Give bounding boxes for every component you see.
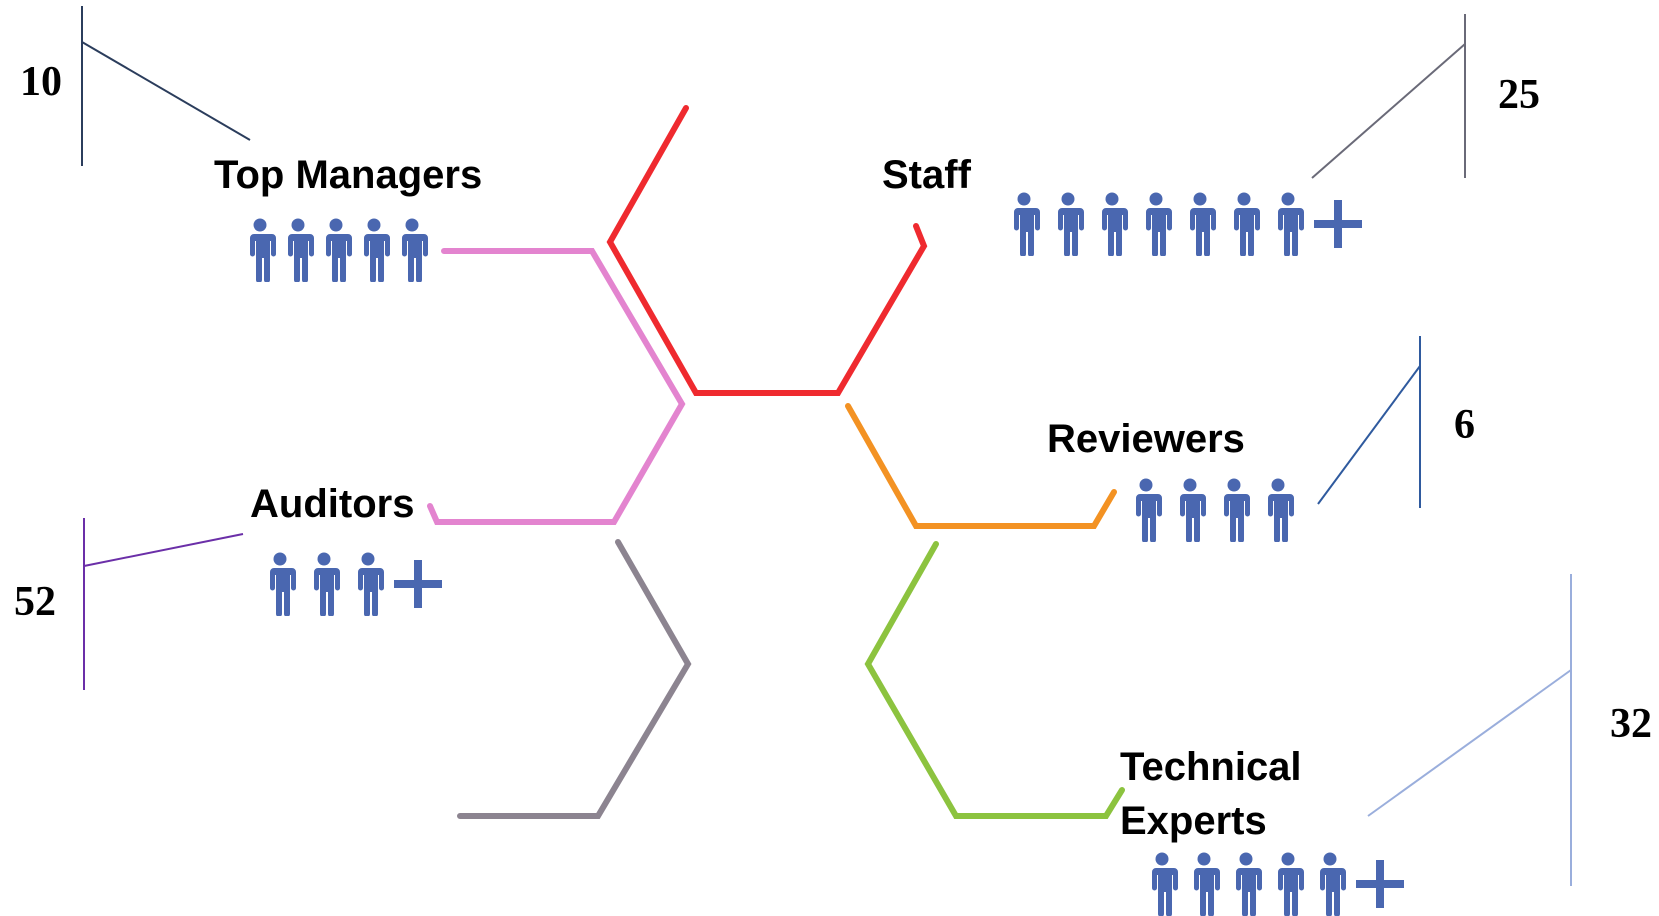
person-icon xyxy=(1092,192,1132,256)
people-technical-experts xyxy=(1142,852,1406,916)
marker-auditors-leader xyxy=(83,533,244,567)
person-icon xyxy=(1258,478,1298,542)
label-top-managers: Top Managers xyxy=(214,153,483,197)
person-icon xyxy=(1224,192,1264,256)
label-technical-experts-line1: Technical xyxy=(1120,745,1302,789)
person-icon xyxy=(316,218,356,282)
plus-icon xyxy=(1354,858,1406,910)
person-icon xyxy=(1004,192,1044,256)
person-icon xyxy=(392,218,432,282)
person-icon xyxy=(1180,192,1220,256)
person-icon xyxy=(1268,852,1308,916)
value-auditors: 52 xyxy=(14,579,56,625)
person-icon xyxy=(1310,852,1350,916)
person-icon xyxy=(1142,852,1182,916)
marker-reviewers-leader xyxy=(1317,365,1421,505)
value-technical-experts: 32 xyxy=(1610,701,1652,747)
value-staff: 25 xyxy=(1498,72,1540,118)
value-top-managers: 10 xyxy=(20,59,62,105)
branch-top-managers xyxy=(427,248,686,525)
person-icon xyxy=(1184,852,1224,916)
person-icon xyxy=(260,552,300,616)
branches xyxy=(427,105,1125,819)
marker-technical-experts-leader xyxy=(1367,669,1572,817)
label-reviewers: Reviewers xyxy=(1047,417,1245,461)
label-staff: Staff xyxy=(882,153,971,197)
person-icon xyxy=(1214,478,1254,542)
people-reviewers xyxy=(1126,478,1298,542)
person-icon xyxy=(1170,478,1210,542)
plus-icon xyxy=(1312,198,1364,250)
person-icon xyxy=(1268,192,1308,256)
value-markers xyxy=(81,6,1572,886)
person-icon xyxy=(304,552,344,616)
branch-auditors xyxy=(457,539,692,819)
person-icon xyxy=(1136,192,1176,256)
marker-top-managers-leader xyxy=(81,41,251,141)
marker-staff-leader xyxy=(1311,43,1466,179)
branch-technical-experts xyxy=(864,541,1125,819)
person-icon xyxy=(354,218,394,282)
person-icon xyxy=(278,218,318,282)
branch-reviewers xyxy=(845,403,1117,529)
people-top-managers xyxy=(240,218,432,282)
person-icon xyxy=(348,552,388,616)
people-auditors xyxy=(260,552,444,616)
person-icon xyxy=(1126,478,1166,542)
person-icon xyxy=(1226,852,1266,916)
value-reviewers: 6 xyxy=(1454,402,1475,448)
people-staff xyxy=(1004,192,1364,256)
label-technical-experts-line2: Experts xyxy=(1120,799,1267,843)
plus-icon xyxy=(392,558,444,610)
label-auditors: Auditors xyxy=(250,482,415,526)
branch-staff xyxy=(606,105,928,396)
person-icon xyxy=(240,218,280,282)
person-icon xyxy=(1048,192,1088,256)
